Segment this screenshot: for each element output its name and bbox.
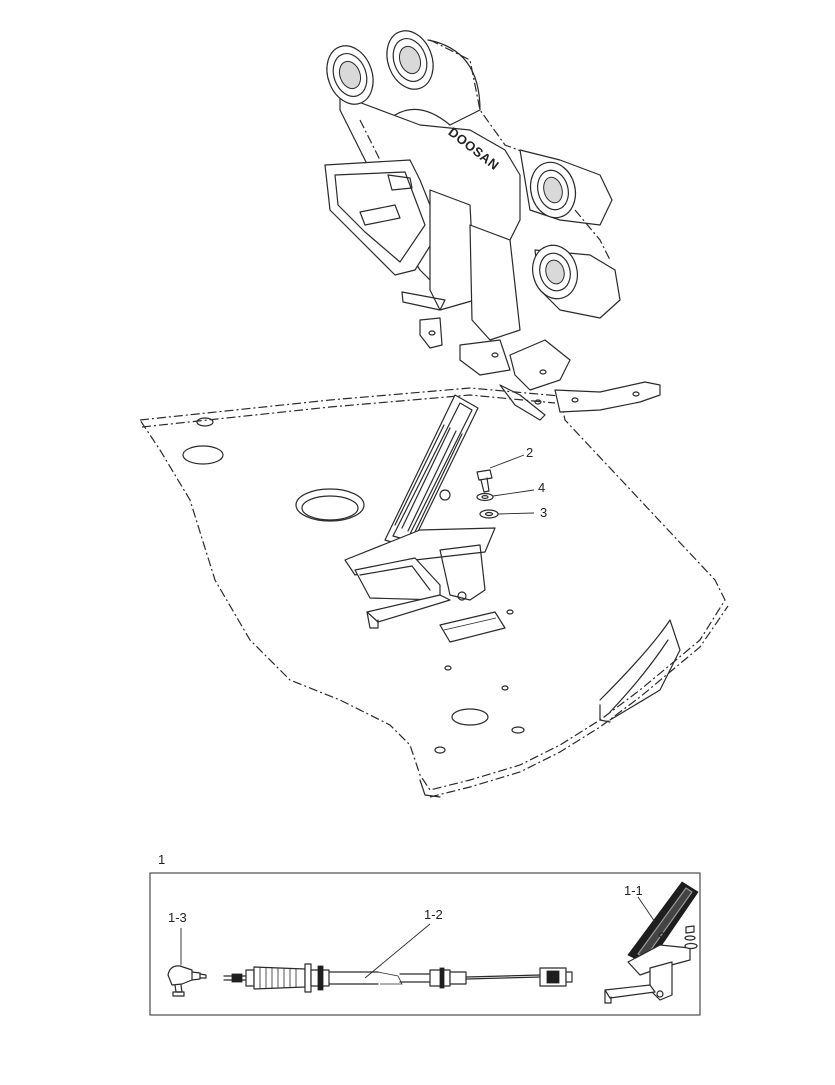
flat-washer — [479, 509, 499, 519]
leader-bolt — [489, 454, 525, 469]
leader-lock-washer — [492, 489, 535, 497]
callout-lock-washer: 4 — [538, 480, 545, 495]
callout-pedal: 1-1 — [624, 883, 643, 898]
kit-label: 1 — [158, 852, 165, 867]
kit-frame — [149, 872, 701, 1016]
floor-plate — [138, 387, 729, 798]
callout-bolt: 2 — [526, 445, 533, 460]
duct-assembly: DOOSAN — [324, 30, 661, 421]
bracket-arm — [554, 381, 661, 413]
mounting-frame — [324, 159, 441, 276]
cable-boot — [253, 966, 306, 990]
cable-connector — [539, 967, 573, 987]
lock-washer — [476, 492, 494, 502]
kit-fitting — [167, 965, 207, 997]
accelerator-pedal — [344, 394, 496, 629]
callout-flat-washer: 3 — [540, 505, 547, 520]
callout-fitting: 1-3 — [168, 910, 187, 925]
kit-pedal — [604, 881, 699, 1004]
kit-cable — [223, 963, 573, 993]
bolt — [476, 469, 493, 493]
duct-outlet-left — [326, 30, 481, 126]
duct-outlet-right — [519, 149, 621, 319]
callout-cable: 1-2 — [424, 907, 443, 922]
center-brackets — [401, 189, 571, 421]
leader-flat-washer — [497, 512, 535, 515]
